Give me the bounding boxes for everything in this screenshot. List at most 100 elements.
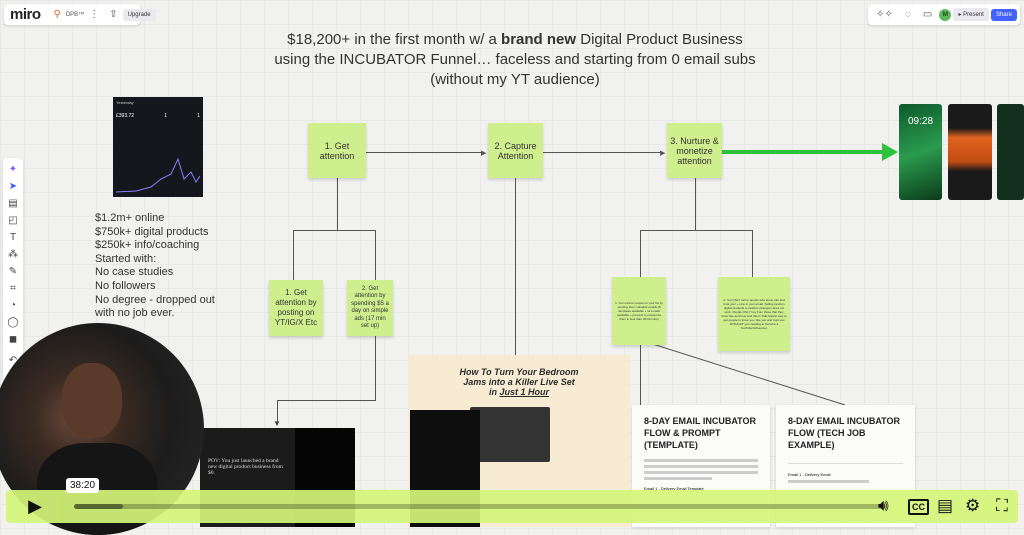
connector — [695, 178, 696, 230]
email-card-title: 8-DAY EMAIL INCUBATOR FLOW & PROMPT (TEM… — [644, 416, 757, 450]
headline-text: Digital Product Business — [576, 31, 743, 48]
export-icon[interactable]: ⇪ — [109, 9, 118, 20]
sticky-nurture[interactable]: 1. You nurture people on your list by se… — [612, 277, 666, 345]
stat-line: $1.2m+ online — [95, 212, 165, 224]
video-icon[interactable]: ▭ — [922, 9, 933, 20]
transcript-icon[interactable]: ▤ — [937, 496, 954, 515]
board-name[interactable]: DPB™ — [65, 11, 85, 18]
connector — [515, 178, 516, 355]
ai-icon[interactable]: ✦ — [8, 164, 18, 175]
fullscreen-icon[interactable]: ⛶ — [996, 496, 1008, 515]
shapes-icon[interactable]: ⁂ — [8, 249, 18, 260]
sticker-icon[interactable]: ◔ — [9, 300, 17, 311]
customers: 1 — [197, 113, 200, 119]
sticky-ads[interactable]: 2. Get attention by spending $5 a day on… — [347, 280, 393, 336]
undo-icon[interactable]: ↶ — [8, 355, 18, 366]
email-card-subtitle: Email 1 - Delivery Email Template — [644, 486, 704, 491]
headline: $18,200+ in the first month w/ a brand n… — [260, 30, 770, 90]
stat-line: $250k+ info/coaching — [95, 239, 200, 252]
video-controls — [6, 490, 1018, 523]
reactions-icon[interactable]: ✧✧ — [876, 9, 893, 20]
arrowhead-icon: ▶ — [660, 150, 666, 157]
time-tooltip: 38:20 — [66, 478, 100, 493]
arrowhead-icon: ▼ — [273, 419, 281, 428]
topbar-right: ✧✧ ◌ ▭ M ▸ Present Share — [868, 4, 1020, 25]
connector — [640, 340, 641, 405]
connector — [277, 400, 376, 401]
play-icon: ▶ — [28, 496, 42, 516]
stat-line: with no job ever. — [95, 307, 175, 320]
gross-volume: £393.72 — [116, 113, 135, 119]
sticky-capture-attention[interactable]: 2. Capture Attention — [488, 123, 543, 178]
dashboard-title: Yesterday — [116, 100, 134, 105]
landing-title: in — [488, 387, 500, 397]
stat-line: Started with: — [95, 252, 157, 265]
stat-line: No followers — [95, 279, 156, 292]
headline-bold: brand new — [501, 31, 577, 48]
connector-diagonal — [639, 339, 846, 406]
headline-text: $18,200+ in the first month w/ a — [287, 31, 502, 48]
captions-icon[interactable]: CC — [908, 499, 929, 515]
payments: 1 — [164, 113, 168, 119]
headline-line3: (without my YT audience) — [430, 71, 600, 88]
phone-screenshot-lockscreen[interactable]: 09:28 — [899, 104, 942, 200]
arrowhead-icon: ▶ — [481, 150, 487, 157]
left-toolbar: ✦ ➤ ▤ ◰ T ⁂ ✎ ⌗ ◔ ◯ ◼ ↶ — [3, 158, 23, 380]
comment-icon[interactable]: ◯ — [7, 317, 19, 328]
upgrade-button[interactable]: Upgrade — [122, 8, 156, 21]
connector — [640, 230, 641, 277]
connector — [752, 230, 753, 277]
volume-icon[interactable]: 🔊︎ — [878, 496, 889, 515]
connector — [375, 335, 376, 400]
search-icon[interactable]: ⚲ — [53, 9, 61, 20]
post-text: POV: You just launched a brand new digit… — [208, 458, 283, 476]
sticky-note-icon[interactable]: ◰ — [8, 215, 18, 226]
connector — [293, 230, 294, 280]
dashboard-screenshot[interactable]: Yesterday £393.72 1 1 — [113, 97, 203, 197]
frame-icon[interactable]: ⌗ — [10, 283, 16, 294]
connector — [277, 400, 278, 424]
email-card-title: 8-DAY EMAIL INCUBATOR FLOW (TECH JOB EXA… — [788, 416, 901, 450]
text-icon[interactable]: T — [9, 232, 17, 243]
sticky-organic[interactable]: 1. Get attention by posting on YT/IG/X E… — [269, 280, 323, 336]
landing-title: How To Turn Your Bedroom — [459, 367, 579, 377]
product-mockup — [470, 407, 550, 462]
phone-screenshot-notifications[interactable] — [997, 104, 1024, 200]
topbar-left: miro ⚲ DPB™ ⋮ ⇪ Upgrade — [4, 4, 156, 25]
connector — [337, 178, 338, 230]
stat-line: $750k+ digital products — [95, 225, 209, 238]
sticky-get-attention[interactable]: 1. Get attention — [308, 123, 366, 178]
avatar[interactable]: M — [939, 8, 952, 21]
miro-logo[interactable]: miro — [10, 6, 41, 23]
green-arrow — [722, 150, 887, 154]
progress-bar[interactable] — [74, 504, 884, 509]
green-arrowhead-icon — [882, 143, 898, 161]
phone-time: 09:28 — [907, 116, 934, 127]
sticky-nurture-monetize[interactable]: 3. Nurture & monetize attention — [667, 123, 722, 178]
revenue-chart — [116, 157, 200, 193]
share-button[interactable]: Share — [990, 8, 1017, 21]
landing-title: Jams into a Killer Live Set — [463, 377, 575, 387]
connector — [543, 152, 663, 153]
chat-icon[interactable]: ◌ — [904, 9, 911, 20]
play-button[interactable]: ▶ — [8, 492, 64, 521]
present-button[interactable]: ▸ Present — [953, 8, 989, 21]
select-icon[interactable]: ➤ — [8, 181, 18, 192]
pen-icon[interactable]: ✎ — [8, 266, 18, 277]
apps-icon[interactable]: ◼ — [8, 334, 18, 345]
connector — [366, 152, 484, 153]
connector — [375, 230, 376, 280]
stats-list: $1.2m+ online $750k+ digital products $2… — [95, 212, 215, 321]
headline-line2: using the INCUBATOR Funnel… faceless and… — [274, 51, 756, 68]
connector — [293, 230, 376, 231]
sticky-sell[interactable]: 2. You ONLY sell to people who know, lik… — [718, 277, 790, 351]
stat-line: No degree - dropped out — [95, 293, 215, 306]
presenter-face — [62, 363, 122, 438]
templates-icon[interactable]: ▤ — [8, 198, 18, 209]
phone-screenshot-video[interactable] — [948, 104, 992, 200]
progress-fill — [74, 504, 123, 509]
email-card-subtitle: Email 1 - Delivery Email — [788, 472, 831, 477]
settings-icon[interactable]: ⚙ — [965, 496, 981, 515]
connector — [640, 230, 753, 231]
more-icon[interactable]: ⋮ — [89, 9, 100, 20]
